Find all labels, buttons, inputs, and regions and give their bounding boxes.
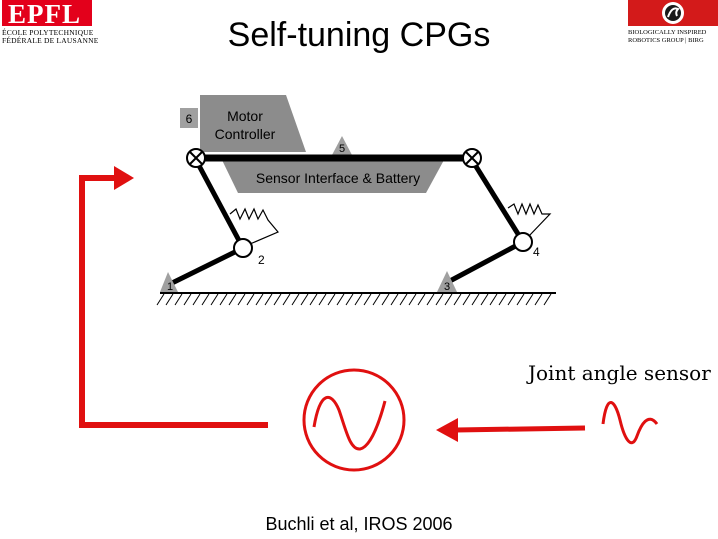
motor-controller-label-2: Controller: [215, 126, 276, 142]
node-1-label: 1: [167, 281, 173, 293]
node-6-label: 6: [186, 112, 193, 126]
ground-hatch-line: [543, 293, 552, 306]
birg-logo-mark: [628, 0, 718, 26]
sensor-battery-block: [222, 160, 444, 193]
ground-hatch-line: [174, 293, 183, 306]
node-3-marker: [437, 271, 457, 292]
slide-title: Self-tuning CPGs: [227, 16, 491, 54]
hind-lower-leg: [446, 239, 525, 285]
ground-hatch-line: [282, 293, 291, 306]
hind-hip-joint: [462, 148, 482, 168]
ground-hatch-line: [228, 293, 237, 306]
birg-logo-line-2: ROBOTICS GROUP | BIRG: [628, 37, 704, 44]
feedback-path: [79, 175, 268, 428]
ground-hatch-line: [219, 293, 228, 306]
sensor-arrowhead-icon: [436, 418, 458, 442]
ground-hatch-line: [516, 293, 525, 306]
ground-hatch-line: [417, 293, 426, 306]
ground-hatch-line: [156, 293, 165, 306]
ground-hatch-line: [363, 293, 372, 306]
feedback-loop: [79, 166, 659, 472]
ground-hatch-line: [462, 293, 471, 306]
ground-hatch-line: [399, 293, 408, 306]
sensor-wave-icon: [601, 401, 659, 445]
springs: [229, 202, 552, 245]
ground-hatch-line: [471, 293, 480, 306]
node-5-marker: [332, 136, 352, 155]
ground-hatch-line: [354, 293, 363, 306]
ground-hatch-line: [336, 293, 345, 306]
node-2-label: 2: [258, 253, 265, 267]
ground-hatch-line: [300, 293, 309, 306]
ground-hatch-line: [390, 293, 399, 306]
ground-hatch-line: [453, 293, 462, 306]
ground-hatch-line: [498, 293, 507, 306]
cpg-oscillator-icon: [302, 368, 406, 472]
front-knee-joint: [233, 238, 253, 258]
ground-hatch-line: [435, 293, 444, 306]
ground-hatch-line: [192, 293, 201, 306]
ground-hatch-line: [183, 293, 192, 306]
ground: [156, 292, 556, 306]
birg-emblem-icon: [662, 2, 684, 24]
front-upper-leg: [193, 158, 246, 250]
node-1-marker: [160, 272, 178, 292]
ground-hatch-line: [345, 293, 354, 306]
ground-hatch-line: [318, 293, 327, 306]
legs: [166, 158, 526, 288]
ground-hatch-line: [210, 293, 219, 306]
sensor-battery-label: Sensor Interface & Battery: [256, 170, 420, 186]
ground-hatch-line: [444, 293, 453, 306]
citation: Buchli et al, IROS 2006: [265, 514, 453, 534]
node-6-marker: [180, 108, 198, 128]
motor-controller-label-1: Motor: [227, 108, 263, 124]
ground-hatch-line: [273, 293, 282, 306]
node-4-label: 4: [533, 245, 540, 259]
epfl-logo-line-2: FÉDÉRALE DE LAUSANNE: [2, 36, 99, 45]
birg-logo: BIOLOGICALLY INSPIRED ROBOTICS GROUP | B…: [628, 0, 718, 46]
front-hip-joint: [186, 148, 206, 168]
epfl-logo-mark: EPFL: [2, 0, 92, 29]
ground-hatch-line: [246, 293, 255, 306]
ground-hatch-line: [525, 293, 534, 306]
front-spring: [229, 207, 279, 245]
ground-hatch-line: [291, 293, 300, 306]
ground-hatch-line: [408, 293, 417, 306]
epfl-logo-line-1: ÉCOLE POLYTECHNIQUE: [2, 28, 94, 37]
ground-hatch-line: [426, 293, 435, 306]
hind-spring: [507, 202, 552, 238]
front-lower-leg: [166, 245, 245, 288]
epfl-logo: EPFL ÉCOLE POLYTECHNIQUE FÉDÉRALE DE LAU…: [2, 0, 98, 46]
birg-logo-line-1: BIOLOGICALLY INSPIRED: [628, 29, 707, 36]
epfl-wordmark: EPFL: [8, 0, 82, 29]
ground-hatch-line: [165, 293, 174, 306]
ground-hatch-line: [327, 293, 336, 306]
motor-controller-block: [200, 95, 306, 152]
ground-hatch-line: [309, 293, 318, 306]
ground-hatch-line: [201, 293, 210, 306]
ground-hatch-line: [507, 293, 516, 306]
node-5-label: 5: [339, 143, 345, 155]
ground-hatch-line: [534, 293, 543, 306]
ground-hatch-line: [237, 293, 246, 306]
sensor-caption: Joint angle sensor: [528, 361, 711, 385]
node-3-label: 3: [444, 281, 450, 293]
hind-upper-leg: [469, 158, 526, 244]
ground-hatch-line: [480, 293, 489, 306]
sensor-signal-line: [455, 425, 586, 433]
ground-hatch-line: [489, 293, 498, 306]
ground-hatch-line: [372, 293, 381, 306]
oscillator-wave-icon: [312, 395, 387, 451]
ground-hatch-line: [264, 293, 273, 306]
ground-hatch-line: [255, 293, 264, 306]
ground-hatch-line: [381, 293, 390, 306]
feedback-arrowhead-icon: [114, 166, 134, 190]
hind-knee-joint: [513, 232, 533, 252]
